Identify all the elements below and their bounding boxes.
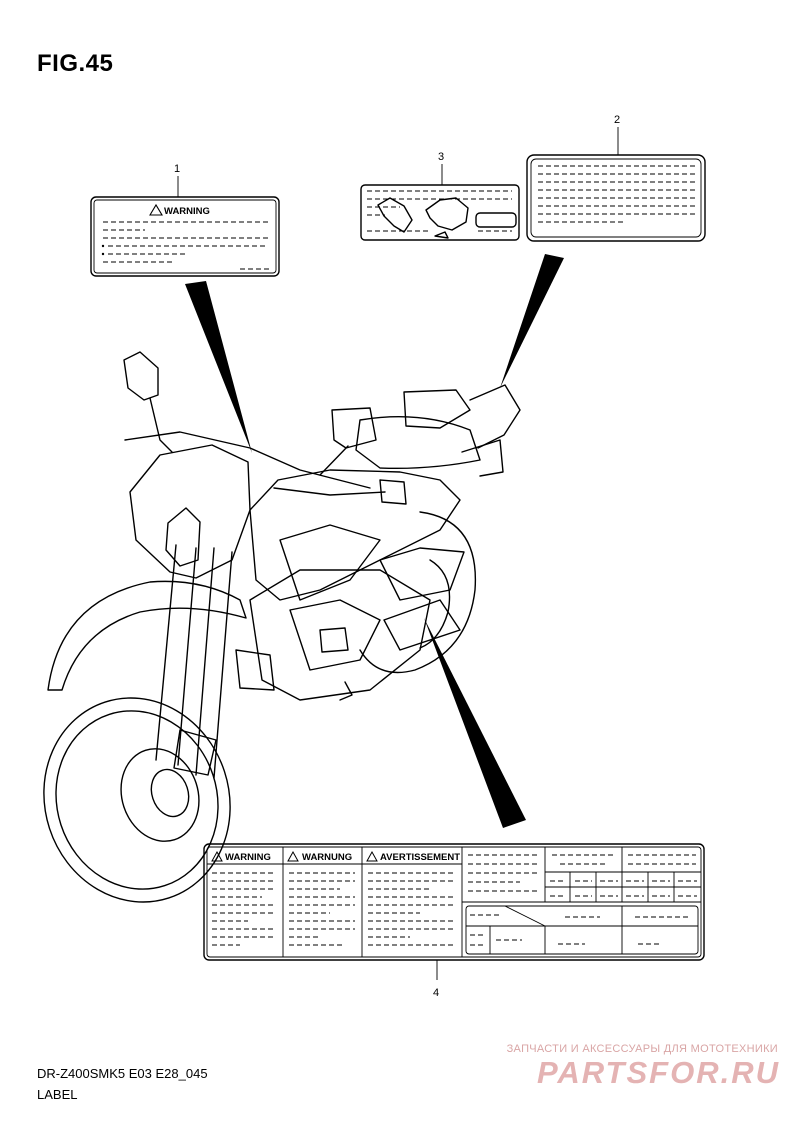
watermark-logo[interactable]: PARTSFOR.RU bbox=[536, 1055, 780, 1090]
motorcycle-drawing bbox=[43, 351, 521, 903]
label-2-info[interactable] bbox=[526, 154, 706, 242]
warning-triangle-icon bbox=[211, 850, 223, 862]
callout-4[interactable]: 4 bbox=[433, 987, 439, 999]
callout-2[interactable]: 2 bbox=[614, 114, 620, 126]
tool-pictogram-icon bbox=[475, 212, 517, 228]
warning-triangle-icon bbox=[149, 203, 163, 216]
warning-triangle-icon bbox=[366, 850, 378, 862]
pointer-label-2 bbox=[500, 254, 564, 388]
label-1-heading: WARNING bbox=[164, 206, 210, 217]
label-4-combined[interactable]: WARNING WARNUNG AVERTISSEMENT bbox=[203, 843, 705, 961]
carburetor-pictogram-icon bbox=[425, 197, 469, 231]
label-3-pictogram[interactable] bbox=[360, 184, 520, 241]
label-4-heading-de: WARNUNG bbox=[302, 852, 352, 863]
engine-pictogram-icon bbox=[377, 197, 413, 233]
figure-title: FIG.45 bbox=[37, 50, 114, 77]
label-1-warning[interactable]: WARNING bbox=[90, 196, 280, 277]
callout-1[interactable]: 1 bbox=[174, 163, 180, 175]
pointer-label-4 bbox=[424, 618, 526, 828]
watermark-tagline: ЗАПЧАСТИ И АКСЕССУАРЫ ДЛЯ МОТОТЕХНИКИ bbox=[506, 1043, 778, 1055]
section-name: LABEL bbox=[37, 1087, 78, 1102]
callout-3[interactable]: 3 bbox=[438, 151, 444, 163]
label-4-heading-fr: AVERTISSEMENT bbox=[380, 852, 460, 863]
model-code: DR-Z400SMK5 E03 E28_045 bbox=[37, 1066, 208, 1081]
pointer-label-1 bbox=[185, 281, 252, 453]
warning-triangle-icon bbox=[287, 850, 299, 862]
label-4-heading-en: WARNING bbox=[225, 852, 271, 863]
